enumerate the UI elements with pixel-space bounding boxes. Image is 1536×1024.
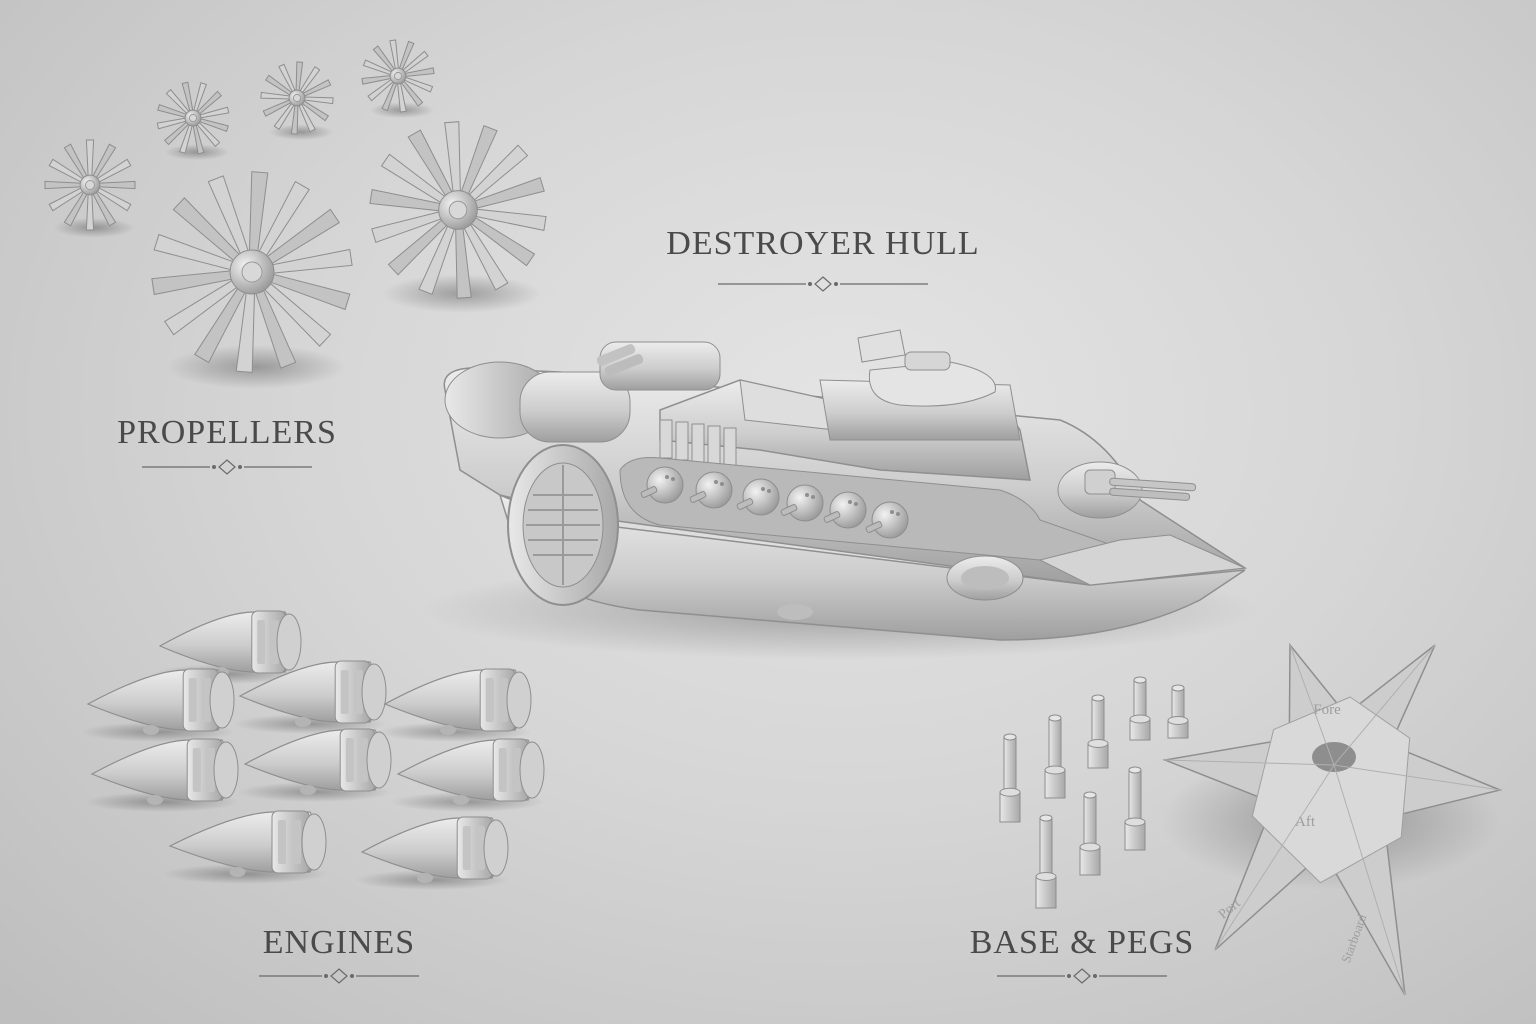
peg (1167, 684, 1189, 739)
peg (1129, 676, 1151, 741)
label-destroyer-hull: DESTROYER HULL (666, 225, 980, 262)
hull-gun-ball (823, 491, 867, 529)
star-ridge (1214, 764, 1335, 951)
label-engines: ENGINES (262, 924, 416, 961)
ornament-base-pegs (997, 968, 1167, 984)
propeller (151, 171, 353, 389)
hull-gun-turrets (640, 466, 909, 539)
label-propellers: PROPELLERS (117, 414, 337, 451)
base-engraving-starboard: Starboard (1338, 912, 1370, 965)
engine (85, 738, 239, 812)
base-star-model: Fore Aft Port Starboard (1160, 642, 1503, 996)
star-ridge (1333, 764, 1501, 791)
pegs-group (999, 676, 1189, 909)
peg (1079, 791, 1101, 876)
engine (162, 810, 328, 884)
star-ridge (1164, 759, 1335, 766)
peg (1124, 766, 1146, 851)
hull-gun-ball (780, 484, 824, 522)
star-ridge (1333, 644, 1436, 766)
hull-gun-ball (689, 471, 733, 509)
star-ridge (1333, 764, 1406, 996)
peg (1044, 714, 1066, 799)
destroyer-hull-model (420, 329, 1260, 660)
engine (378, 668, 532, 742)
peg (999, 733, 1021, 823)
engines-group (81, 610, 545, 890)
engine (391, 738, 545, 812)
engine (233, 660, 387, 734)
ornament-propellers (142, 459, 312, 475)
propeller (44, 139, 136, 238)
engine (238, 728, 392, 802)
propeller (260, 61, 334, 141)
propeller (361, 39, 435, 119)
propeller (156, 81, 230, 161)
propellers-group (44, 39, 547, 389)
base-engraving-fore: Fore (1313, 702, 1341, 718)
label-base-pegs: BASE & PEGS (969, 924, 1195, 961)
propeller (369, 121, 547, 313)
engine (355, 816, 509, 890)
peg (1087, 694, 1109, 769)
hull-gun-ball (736, 478, 780, 516)
star-ridge (1289, 644, 1335, 766)
ornament-engines (259, 968, 419, 984)
peg (1035, 814, 1057, 909)
hull-gun-ball (640, 466, 684, 504)
hull-gun-ball (865, 501, 909, 539)
base-engraving-aft: Aft (1295, 814, 1316, 830)
ornament-destroyer-hull (718, 276, 928, 292)
engine (81, 668, 235, 742)
